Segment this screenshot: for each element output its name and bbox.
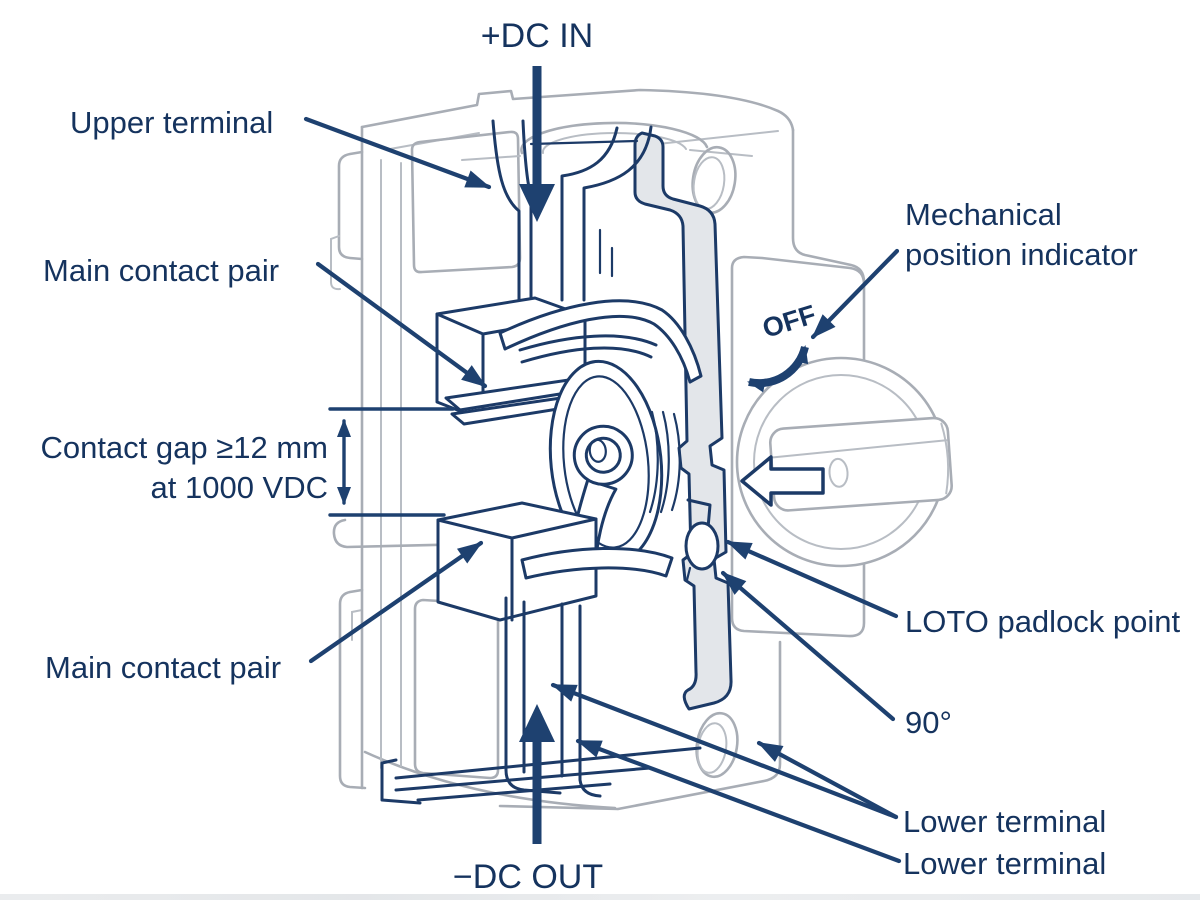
label-90deg: 90° <box>905 705 952 740</box>
label-main-contact-pair-lower: Main contact pair <box>45 650 281 685</box>
label-upper-terminal: Upper terminal <box>70 105 273 140</box>
upper-contact-arm <box>498 299 703 384</box>
mounting-hole-bottom <box>695 711 739 779</box>
dc-out-arrow <box>519 704 555 844</box>
terminal-collar <box>461 121 753 161</box>
cutaway-section <box>380 119 733 805</box>
din-clip-top <box>330 150 364 291</box>
upper-terminal-leader <box>303 116 492 190</box>
off-rotation-arrow <box>747 345 809 393</box>
bottom-edge-artifact <box>0 894 1200 900</box>
dc-in-arrow <box>519 66 555 222</box>
loto-leader <box>725 539 899 619</box>
label-mechanical-line2: position indicator <box>905 237 1138 272</box>
housing-top-edge <box>360 88 795 132</box>
upper-terminal-funnel <box>491 119 653 302</box>
rotary-knob <box>735 356 953 568</box>
lower-contact-block <box>436 501 598 622</box>
knob-direction-arrow <box>740 455 825 507</box>
lower-terminal-channel <box>380 596 702 805</box>
contact-gap-dimension <box>328 407 455 517</box>
label-loto: LOTO padlock point <box>905 604 1181 639</box>
lower-terminal-leaders <box>550 682 902 864</box>
shaft-splines <box>648 410 681 514</box>
main-contact-lower-leader <box>308 540 484 664</box>
front-window-upper <box>410 130 522 274</box>
label-dc-out: −DC OUT <box>453 858 603 896</box>
label-lower-terminal-2: Lower terminal <box>903 846 1106 881</box>
knob-handle <box>768 416 953 512</box>
label-contact-gap-line2: at 1000 VDC <box>151 470 329 505</box>
label-main-contact-pair-upper: Main contact pair <box>43 253 279 288</box>
housing-bottom-edges <box>363 640 782 811</box>
deg90-leader <box>720 570 896 722</box>
lower-contact-arm <box>520 546 674 580</box>
label-dc-in: +DC IN <box>481 17 593 55</box>
base-plates <box>394 746 702 802</box>
label-contact-gap-line1: Contact gap ≥12 mm <box>40 430 328 465</box>
front-ledge <box>332 518 562 549</box>
mechanical-indicator-leader <box>810 248 900 340</box>
main-contact-upper-leader <box>315 261 488 389</box>
front-window-lower <box>413 598 500 780</box>
housing-right-flange-edge <box>791 128 866 284</box>
label-lower-terminal-1: Lower terminal <box>903 804 1106 839</box>
label-mechanical-line1: Mechanical <box>905 197 1062 232</box>
loto-padlock <box>684 498 720 582</box>
